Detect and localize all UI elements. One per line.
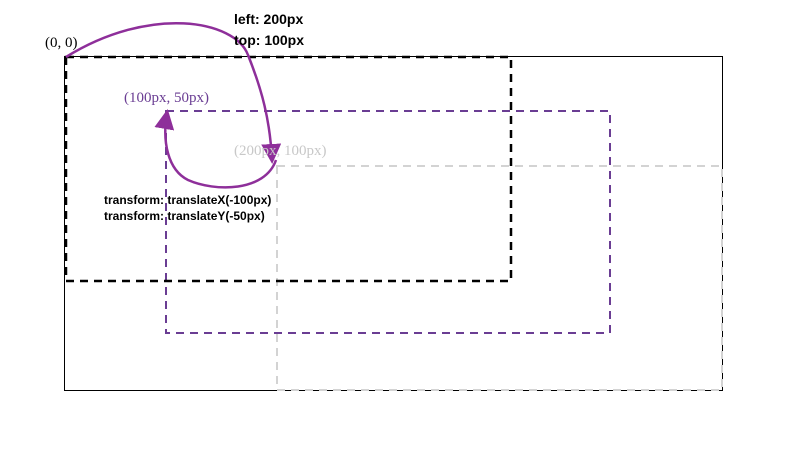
origin-label: (0, 0) [45,35,78,51]
positioned-box [276,165,723,391]
origin-box [64,55,513,283]
translate-arrow [154,109,278,189]
positioned-corner-label: (200px, 100px) [234,143,327,159]
transform-y-label: transform: translateY(-50px) [104,209,265,223]
top-label: top: 100px [234,32,304,48]
transform-x-label: transform: translateX(-100px) [104,193,271,207]
left-top-arrow [65,21,282,164]
container-box [64,56,723,391]
translated-corner-label: (100px, 50px) [124,90,209,106]
left-label: left: 200px [234,11,303,27]
translated-box [165,110,611,334]
